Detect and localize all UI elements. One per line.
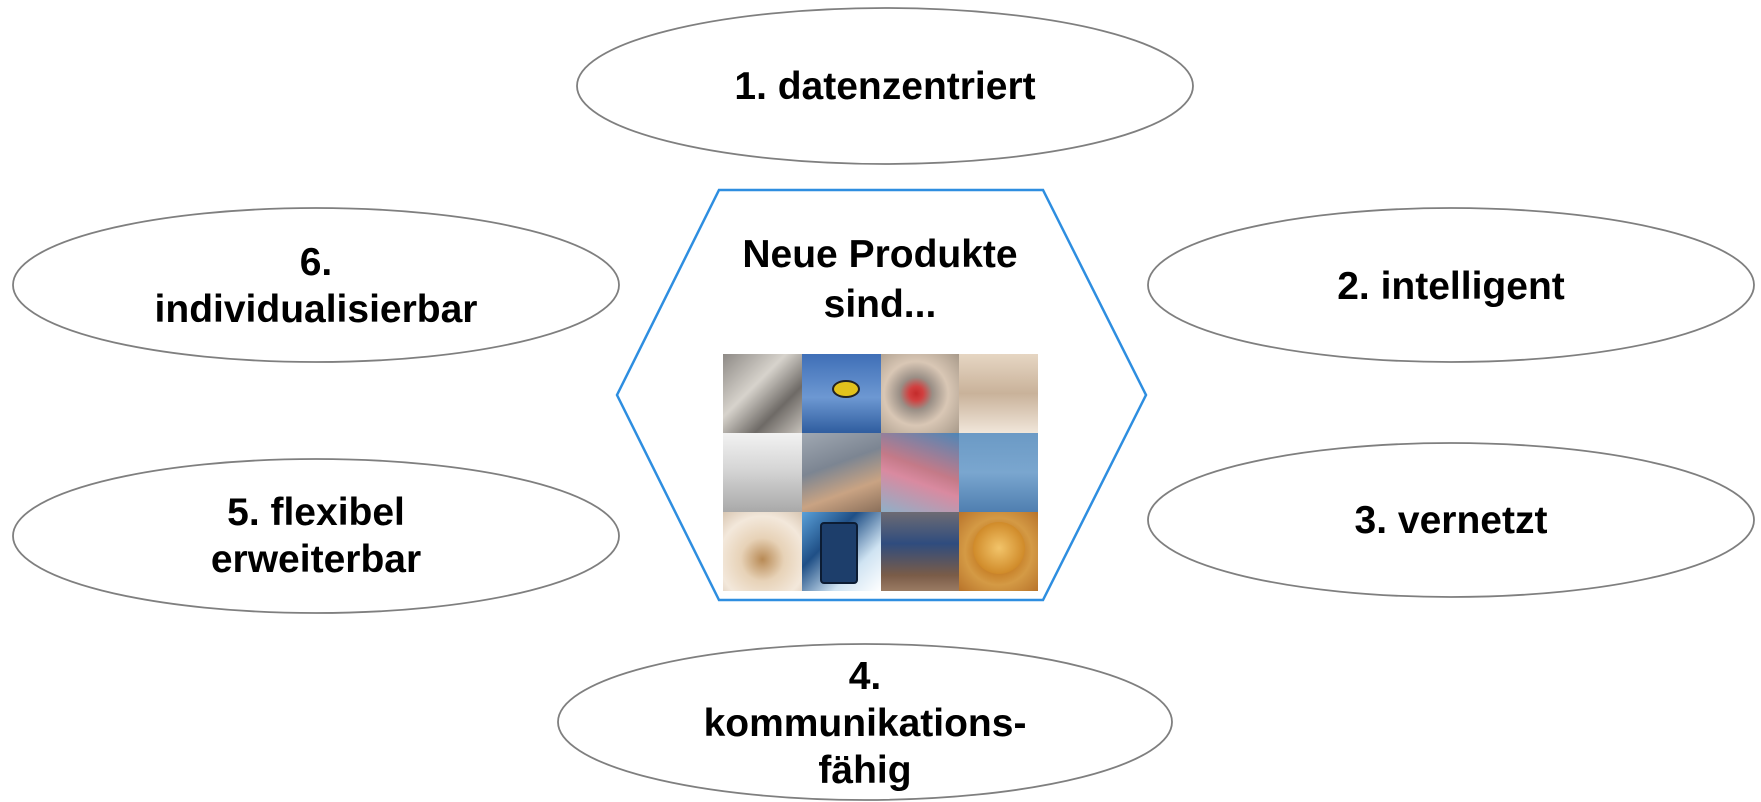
collage-tile-server — [880, 512, 960, 591]
collage-tile-tablet — [801, 512, 881, 591]
item-4-label: 4. kommunikations- fähig — [703, 654, 1027, 792]
collage-tile-smartwatch — [801, 433, 881, 512]
ellipse-item-2 — [1147, 207, 1755, 363]
ellipse-item-4 — [557, 643, 1173, 801]
product-collage-image — [723, 354, 1038, 591]
ellipse-item-3 — [1147, 442, 1755, 598]
ellipse-item-1 — [576, 7, 1194, 165]
center-title: Neue Produkte sind... — [742, 233, 1018, 326]
item-3-label: 3. vernetzt — [1354, 498, 1548, 542]
item-6-label: 6. individualisierbar — [154, 241, 478, 331]
item-1-label: 1. datenzentriert — [734, 64, 1036, 108]
collage-tile-drone — [801, 354, 881, 433]
collage-tile-robot-arm — [723, 433, 802, 512]
collage-tile-machinery — [723, 354, 802, 433]
item-2-label: 2. intelligent — [1337, 264, 1565, 308]
collage-tile-gear-ring — [880, 354, 960, 433]
collage-tile-coin — [959, 512, 1038, 591]
item-5-label: 5. flexibel erweiterbar — [210, 491, 422, 581]
ellipse-item-5 — [12, 458, 620, 614]
collage-tile-person — [959, 354, 1038, 433]
collage-tile-medical — [959, 433, 1038, 512]
collage-tile-contact-lens — [723, 512, 802, 591]
ellipse-item-6 — [12, 207, 620, 363]
collage-tile-shoe — [880, 433, 960, 512]
